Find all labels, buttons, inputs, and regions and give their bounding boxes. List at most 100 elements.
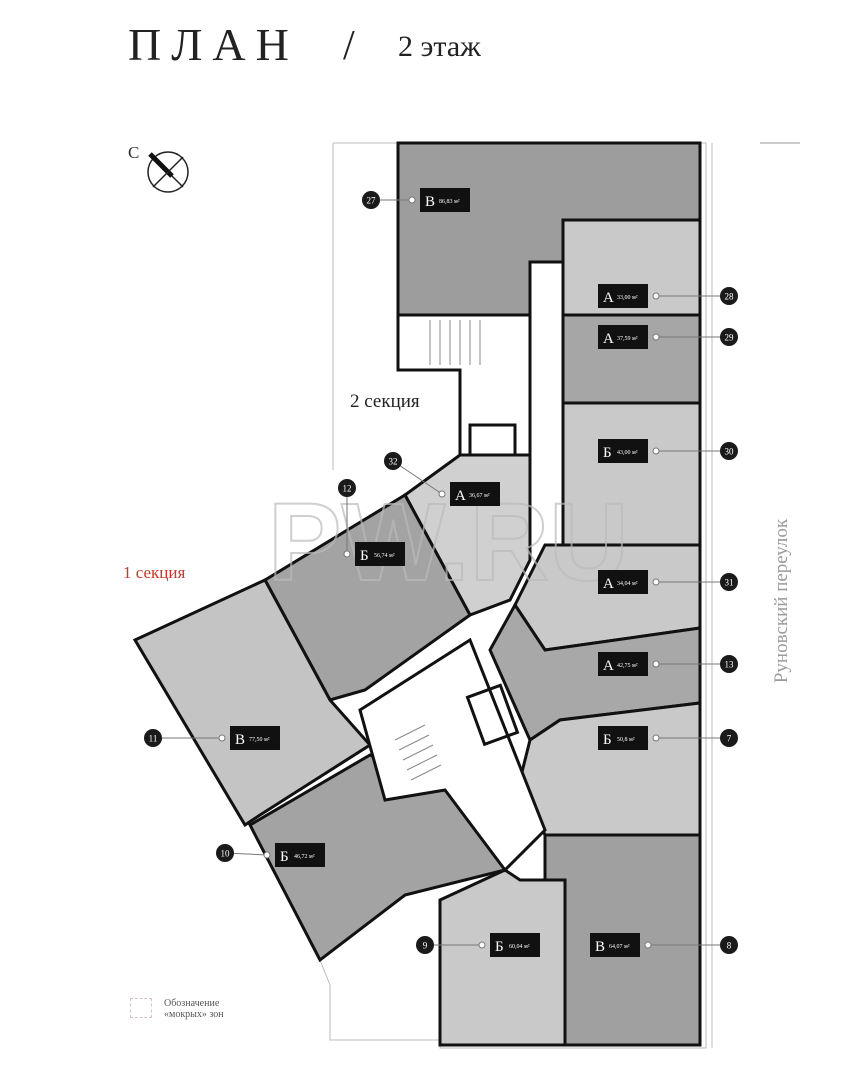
unit-area: 46,72 м²	[294, 854, 315, 860]
unit-number: 9	[423, 941, 428, 951]
unit-area: 64,07 м²	[609, 944, 630, 950]
unit-number-badge	[384, 452, 402, 470]
unit-label-9[interactable]: Б 60,04 м² 9	[416, 933, 540, 957]
unit-type: Б	[280, 849, 289, 865]
unit-tag	[598, 325, 648, 349]
unit-area: 77,50 м²	[249, 737, 270, 743]
elevator-section-1	[465, 683, 520, 747]
pin-dot	[652, 333, 660, 341]
unit-type: А	[603, 576, 614, 592]
legend: Обозначение «мокрых» зон	[130, 998, 254, 1020]
unit-type: Б	[495, 939, 504, 955]
pin-dot	[652, 734, 660, 742]
units-layer	[132, 141, 702, 1047]
floor-label: 2 этаж	[398, 30, 481, 63]
plan-title: ПЛАН	[128, 19, 299, 70]
unit-number-badge	[720, 655, 738, 673]
unit-area: 34,04 м²	[617, 581, 638, 587]
unit-number: 29	[725, 333, 735, 343]
unit-number-badge	[338, 479, 356, 497]
elevator-section-2	[468, 423, 517, 457]
unit-type: Б	[360, 548, 369, 564]
pin-dot	[343, 550, 351, 558]
pin-dot	[438, 490, 446, 498]
unit-label-8[interactable]: В 64,07 м² 8	[590, 933, 738, 957]
wet-zone-swatch	[130, 998, 152, 1018]
unit-tag	[598, 439, 648, 463]
unit-type: Б	[603, 732, 612, 748]
unit-area: 43,00 м²	[617, 450, 638, 456]
watermark: PW.RU	[268, 481, 629, 604]
unit-label-12[interactable]: Б 56,74 м² 12	[338, 479, 405, 566]
unit-area: 36,67 м²	[469, 493, 490, 499]
pin-dot	[652, 660, 660, 668]
unit-number-badge	[216, 844, 234, 862]
compass-north-label: С	[128, 143, 140, 162]
pin-dot	[652, 447, 660, 455]
unit-tag	[450, 482, 500, 506]
pin-dot	[263, 851, 271, 859]
street-name: Руновский переулок	[771, 518, 792, 684]
unit-tag	[598, 570, 648, 594]
unit-number-badge	[720, 573, 738, 591]
pin-dot	[218, 734, 226, 742]
unit-number: 31	[725, 578, 734, 588]
unit-number: 30	[725, 447, 735, 457]
core-section-1	[358, 637, 547, 873]
title-separator: /	[343, 23, 355, 69]
core-section-2	[396, 313, 532, 457]
stairs-section-1	[394, 724, 442, 781]
unit-9[interactable]	[438, 868, 567, 1047]
unit-label-10[interactable]: Б 46,72 м² 10	[216, 843, 325, 867]
unit-area: 60,04 м²	[509, 944, 530, 950]
unit-number-badge	[720, 729, 738, 747]
unit-type: А	[455, 488, 466, 504]
unit-tag	[598, 652, 648, 676]
unit-area: 42,75 м²	[617, 663, 638, 669]
unit-type: А	[603, 331, 614, 347]
legend-label: Обозначение «мокрых» зон	[164, 998, 224, 1020]
unit-number: 13	[725, 660, 735, 670]
compass-icon	[147, 151, 189, 193]
unit-area: 37,59 м²	[617, 336, 638, 342]
unit-type: В	[425, 194, 435, 210]
unit-number: 11	[149, 734, 158, 744]
unit-tag	[598, 284, 648, 308]
unit-area: 33,00 м²	[617, 295, 638, 301]
unit-number-badge	[720, 442, 738, 460]
unit-tag	[275, 843, 325, 867]
section-1-label: 1 секция	[123, 563, 186, 582]
pin-dot	[408, 196, 416, 204]
unit-number-badge	[144, 729, 162, 747]
stairs-section-2	[429, 320, 481, 365]
unit-tag	[490, 933, 540, 957]
unit-number-badge	[720, 936, 738, 954]
unit-label-30[interactable]: Б 43,00 м² 30	[598, 439, 738, 463]
unit-type: В	[595, 939, 605, 955]
pin-dot	[652, 578, 660, 586]
unit-type: Б	[603, 445, 612, 461]
unit-number-badge	[720, 328, 738, 346]
unit-number-badge	[720, 287, 738, 305]
unit-number: 10	[221, 849, 231, 859]
unit-area: 56,74 м²	[374, 553, 395, 559]
unit-tag	[420, 188, 470, 212]
unit-number: 8	[727, 941, 732, 951]
unit-area: 50,8 м²	[617, 737, 635, 743]
unit-tag	[355, 542, 405, 566]
unit-number-badge	[416, 936, 434, 954]
unit-type: А	[603, 658, 614, 674]
unit-tag	[230, 726, 280, 750]
unit-number: 27	[367, 196, 377, 206]
unit-number: 12	[343, 484, 352, 494]
unit-number: 28	[725, 292, 735, 302]
